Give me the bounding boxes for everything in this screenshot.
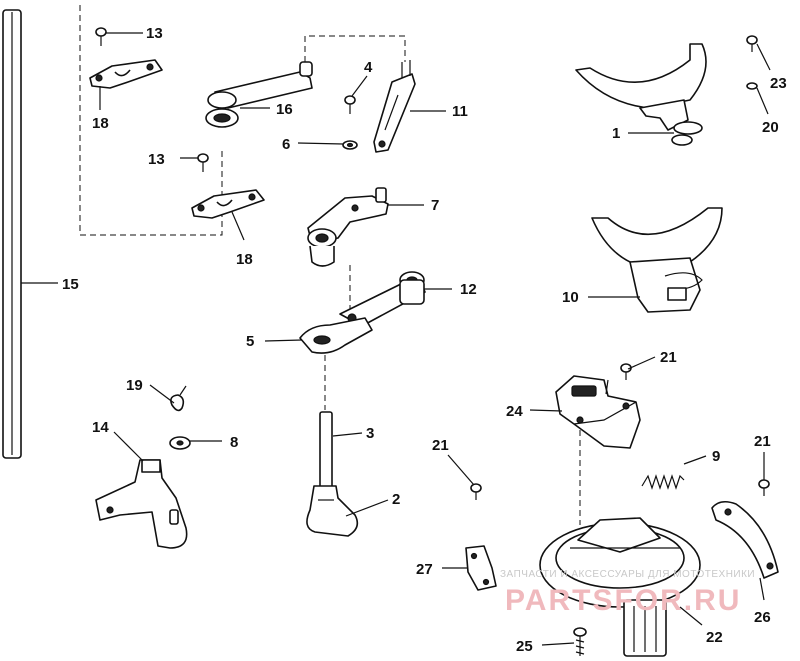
label-4: 4 (364, 59, 373, 76)
label-6: 6 (282, 136, 290, 153)
part-5-lever[interactable] (299, 317, 373, 354)
label-5: 5 (246, 333, 254, 350)
part-3-shaft[interactable] (319, 411, 333, 491)
part-10-cover[interactable] (591, 207, 723, 313)
part-8-washer[interactable] (169, 436, 191, 450)
label-10: 10 (562, 289, 579, 306)
callout-labels: 13 18 16 13 18 4 6 11 7 12 5 3 2 15 19 8… (62, 25, 787, 655)
part-24-switch-block[interactable] (555, 375, 641, 449)
label-21-a: 21 (660, 349, 677, 366)
label-2: 2 (392, 491, 400, 508)
leader-lines (21, 32, 771, 646)
label-21-b: 21 (432, 437, 449, 454)
part-2-foot[interactable] (306, 485, 359, 537)
label-16: 16 (276, 101, 293, 118)
label-26: 26 (754, 609, 771, 626)
part-27-clip[interactable] (465, 545, 497, 591)
label-9: 9 (712, 448, 720, 465)
part-7-bracket[interactable] (307, 187, 389, 267)
label-12: 12 (460, 281, 477, 298)
label-23: 23 (770, 75, 787, 92)
assembly-dashed-lines (79, 5, 581, 525)
watermark: ЗАПЧАСТИ И АКСЕССУАРЫ ДЛЯ МОТОТЕХНИКИ PA… (500, 569, 755, 617)
part-23-screw[interactable] (746, 35, 758, 52)
part-18-plate-mid[interactable] (191, 189, 265, 219)
label-21-c: 21 (754, 433, 771, 450)
label-22: 22 (706, 629, 723, 646)
part-21-screw-b[interactable] (470, 483, 482, 500)
watermark-brand: PARTSFOR.RU (505, 584, 741, 617)
part-13-screw-top[interactable] (95, 27, 107, 46)
part-12-crank[interactable] (339, 271, 426, 327)
part-13-screw-mid[interactable] (197, 153, 209, 172)
label-18-mid: 18 (236, 251, 253, 268)
label-8: 8 (230, 434, 238, 451)
part-21-screw-a[interactable] (620, 363, 632, 380)
part-19-clip[interactable] (170, 385, 187, 412)
part-26-arc-strap[interactable] (711, 500, 779, 579)
label-11: 11 (452, 103, 468, 120)
label-27: 27 (416, 561, 433, 578)
label-24: 24 (506, 403, 523, 420)
part-20-washer[interactable] (746, 82, 758, 90)
part-14-bracket[interactable] (95, 459, 188, 549)
label-20: 20 (762, 119, 779, 136)
label-1: 1 (612, 125, 620, 142)
label-3: 3 (366, 425, 374, 442)
part-1-arc-bracket[interactable] (575, 43, 707, 146)
part-25-screw[interactable] (573, 627, 587, 656)
part-21-screw-c[interactable] (758, 479, 770, 496)
part-11-link[interactable] (373, 60, 416, 153)
part-4-screw[interactable] (344, 95, 356, 114)
part-22-ring-plate[interactable] (539, 517, 701, 657)
label-13-mid: 13 (148, 151, 165, 168)
part-9-spring[interactable] (641, 474, 685, 490)
label-18-top: 18 (92, 115, 109, 132)
label-14: 14 (92, 419, 109, 436)
label-13-top: 13 (146, 25, 163, 42)
label-19: 19 (126, 377, 143, 394)
part-16-arm-roller[interactable] (205, 61, 313, 128)
part-18-plate-top[interactable] (89, 59, 163, 89)
label-15: 15 (62, 276, 79, 293)
label-25: 25 (516, 638, 533, 655)
part-15-rod[interactable] (2, 9, 22, 459)
label-7: 7 (431, 197, 439, 214)
watermark-tagline: ЗАПЧАСТИ И АКСЕССУАРЫ ДЛЯ МОТОТЕХНИКИ (500, 569, 755, 580)
part-6-washer[interactable] (342, 140, 358, 150)
